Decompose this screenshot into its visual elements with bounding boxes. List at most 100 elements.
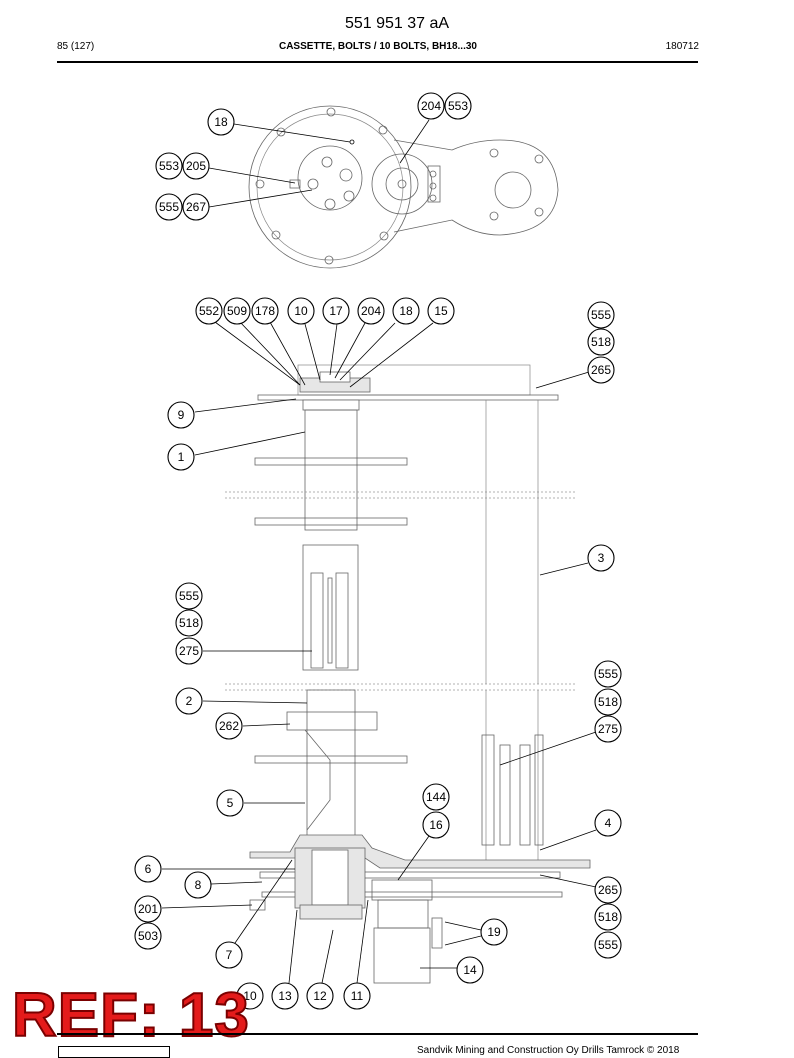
- page-number: 85 (127): [57, 41, 95, 52]
- callout-4: 4: [594, 809, 622, 837]
- svg-text:518: 518: [591, 335, 611, 349]
- callout-555-top: 555: [155, 193, 183, 221]
- svg-text:18: 18: [399, 304, 413, 318]
- callout-15: 15: [427, 297, 455, 325]
- callout-503: 503: [134, 922, 162, 950]
- callout-144: 144: [422, 783, 450, 811]
- leader-lines: [161, 119, 597, 984]
- svg-text:503: 503: [138, 929, 158, 943]
- callout-10-bottom: 10: [236, 982, 264, 1010]
- callout-9: 9: [167, 401, 195, 429]
- svg-text:10: 10: [243, 989, 257, 1003]
- svg-text:144: 144: [426, 790, 446, 804]
- svg-text:201: 201: [138, 902, 158, 916]
- callout-262: 262: [215, 712, 243, 740]
- svg-text:11: 11: [351, 989, 364, 1003]
- callout-2: 2: [175, 687, 203, 715]
- callout-10-top: 10: [287, 297, 315, 325]
- callout-16: 16: [422, 811, 450, 839]
- brand-logo: [58, 1046, 170, 1058]
- svg-text:8: 8: [195, 878, 202, 892]
- svg-text:509: 509: [227, 304, 247, 318]
- callout-518-mid-right: 518: [594, 688, 622, 716]
- callout-1: 1: [167, 443, 195, 471]
- callout-265-upper-right: 265: [587, 356, 615, 384]
- svg-text:204: 204: [421, 99, 441, 113]
- callout-518-lower-right: 518: [594, 903, 622, 931]
- svg-text:555: 555: [179, 589, 199, 603]
- date-code: 180712: [665, 41, 699, 52]
- svg-text:17: 17: [329, 304, 343, 318]
- svg-text:9: 9: [178, 408, 185, 422]
- callout-201: 201: [134, 895, 162, 923]
- callout-5: 5: [216, 789, 244, 817]
- svg-text:275: 275: [598, 722, 618, 736]
- svg-text:518: 518: [598, 910, 618, 924]
- top-view-drawing: [248, 105, 559, 269]
- callout-18-top: 18: [207, 108, 235, 136]
- callout-178: 178: [251, 297, 279, 325]
- svg-text:204: 204: [361, 304, 381, 318]
- callout-14: 14: [456, 956, 484, 984]
- callout-7: 7: [215, 941, 243, 969]
- section-view-drawing: [225, 364, 591, 984]
- callout-19: 19: [480, 918, 508, 946]
- svg-text:518: 518: [598, 695, 618, 709]
- callout-275-mid-right: 275: [594, 715, 622, 743]
- svg-text:518: 518: [179, 616, 199, 630]
- svg-text:7: 7: [226, 948, 233, 962]
- callout-553-top-b: 553: [155, 152, 183, 180]
- callout-553-top-a: 553: [444, 92, 472, 120]
- callout-204: 204: [357, 297, 385, 325]
- svg-text:555: 555: [598, 938, 618, 952]
- svg-text:2: 2: [186, 694, 193, 708]
- svg-text:205: 205: [186, 159, 206, 173]
- callout-18: 18: [392, 297, 420, 325]
- callout-267-top: 267: [182, 193, 210, 221]
- svg-text:552: 552: [199, 304, 219, 318]
- svg-text:4: 4: [605, 816, 612, 830]
- callout-204-top: 204: [417, 92, 445, 120]
- callout-3: 3: [587, 544, 615, 572]
- svg-text:10: 10: [294, 304, 308, 318]
- callout-509: 509: [223, 297, 251, 325]
- ref-badge: REF: 13: [11, 981, 250, 1050]
- svg-text:275: 275: [179, 644, 199, 658]
- svg-text:18: 18: [214, 115, 228, 129]
- svg-text:16: 16: [429, 818, 443, 832]
- callout-555-mid-right: 555: [594, 660, 622, 688]
- callout-13: 13: [271, 982, 299, 1010]
- svg-text:15: 15: [434, 304, 448, 318]
- svg-text:1: 1: [178, 450, 185, 464]
- callout-555-left: 555: [175, 582, 203, 610]
- callout-275-left: 275: [175, 637, 203, 665]
- callout-518-upper-right: 518: [587, 328, 615, 356]
- svg-text:555: 555: [598, 667, 618, 681]
- callout-205-top: 205: [182, 152, 210, 180]
- header-divider: [57, 61, 698, 63]
- svg-text:265: 265: [598, 883, 618, 897]
- footer-divider: [57, 1033, 698, 1035]
- callout-518-left: 518: [175, 609, 203, 637]
- svg-text:19: 19: [487, 925, 501, 939]
- svg-text:3: 3: [598, 551, 605, 565]
- callout-17: 17: [322, 297, 350, 325]
- svg-text:267: 267: [186, 200, 206, 214]
- svg-text:265: 265: [591, 363, 611, 377]
- callout-265-lower-right: 265: [594, 876, 622, 904]
- callout-11: 11: [343, 982, 371, 1010]
- callout-555-lower-right: 555: [594, 931, 622, 959]
- callout-12: 12: [306, 982, 334, 1010]
- svg-text:6: 6: [145, 862, 152, 876]
- section-title: CASSETTE, BOLTS / 10 BOLTS, BH18...30: [278, 41, 477, 52]
- svg-text:555: 555: [591, 308, 611, 322]
- svg-text:14: 14: [463, 963, 477, 977]
- svg-text:553: 553: [448, 99, 468, 113]
- svg-text:13: 13: [278, 989, 292, 1003]
- document-title: 551 951 37 aA: [344, 15, 450, 32]
- svg-text:262: 262: [219, 719, 239, 733]
- callout-555-upper-right: 555: [587, 301, 615, 329]
- footer-copyright: Sandvik Mining and Construction Oy Drill…: [417, 1045, 680, 1056]
- svg-text:555: 555: [159, 200, 179, 214]
